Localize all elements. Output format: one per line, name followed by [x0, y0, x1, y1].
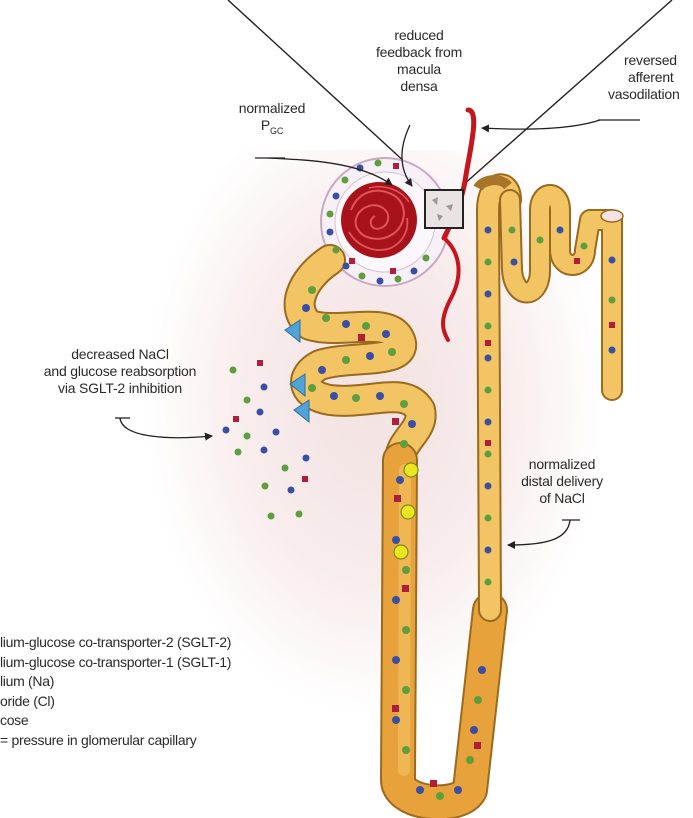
- legend-item-sodium: lium (Na): [0, 672, 231, 692]
- macula-densa-box: [425, 190, 463, 228]
- arrow-afferent: [482, 120, 600, 129]
- label-reversed-afferent: reversed afferent vasodilation: [600, 52, 693, 103]
- legend-item-sglt1: lium-glucose co-transporter-1 (SGLT-1): [0, 653, 231, 673]
- legend-item-glucose: cose: [0, 711, 231, 731]
- legend-item-chloride: oride (Cl): [0, 692, 231, 712]
- legend-item-sglt2: lium-glucose co-transporter-2 (SGLT-2): [0, 633, 231, 653]
- arrow-nacl: [120, 418, 212, 438]
- label-decreased-nacl: decreased NaCl and glucose reabsorption …: [10, 346, 230, 397]
- legend: lium-glucose co-transporter-2 (SGLT-2) l…: [0, 633, 231, 750]
- glomerulus: [341, 182, 417, 258]
- label-normalized-distal: normalized distal delivery of NaCl: [502, 456, 622, 507]
- arrow-distal: [508, 520, 570, 545]
- label-reduced-feedback: reduced feedback from macula densa: [352, 27, 486, 95]
- efferent-arteriole: [443, 238, 459, 340]
- label-normalized-pgc: normalized PGC: [222, 100, 322, 140]
- legend-item-pgc: = pressure in glomerular capillary: [0, 731, 231, 751]
